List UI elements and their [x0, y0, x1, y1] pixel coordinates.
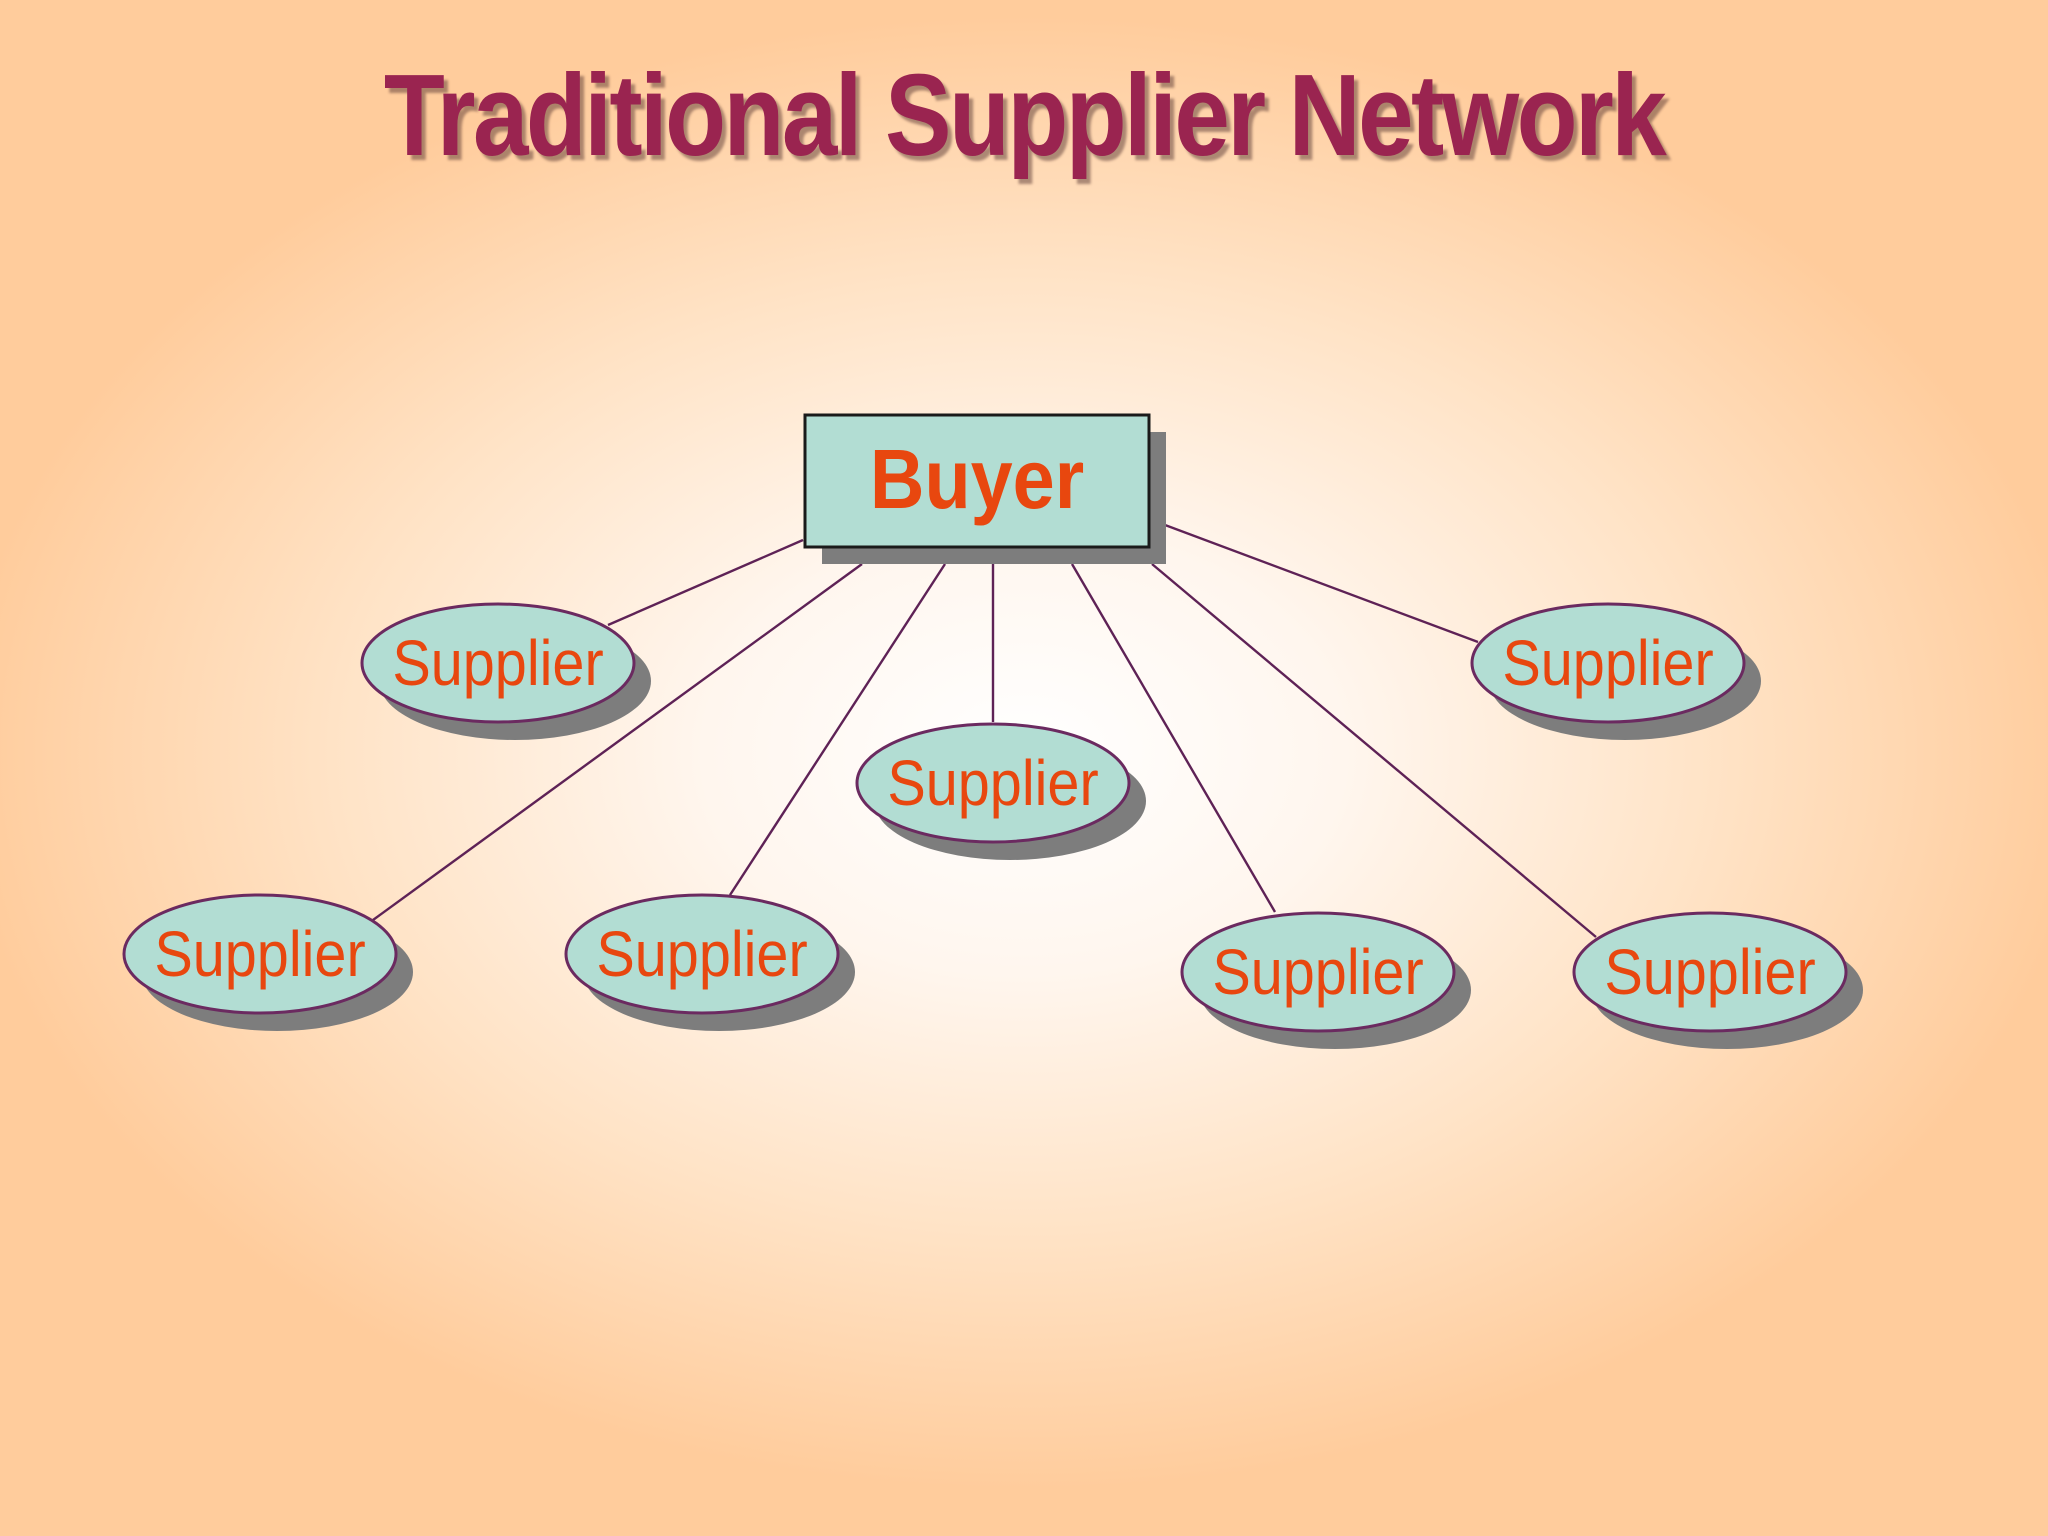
connector-line	[372, 563, 863, 921]
supplier-node: Supplier	[360, 602, 651, 740]
supplier-ellipse	[122, 893, 398, 1015]
supplier-node: Supplier	[122, 893, 413, 1031]
supplier-node: Supplier	[564, 893, 855, 1031]
supplier-label: Supplier	[392, 627, 603, 698]
connector-line	[1070, 563, 1277, 913]
supplier-label: Supplier	[1604, 936, 1815, 1007]
supplier-label: Supplier	[1212, 936, 1423, 1007]
supplier-label: Supplier	[596, 918, 807, 989]
supplier-node: Supplier	[855, 722, 1146, 860]
supplier-ellipse	[564, 893, 840, 1015]
supplier-ellipse	[855, 722, 1131, 844]
connector-line	[1164, 523, 1479, 644]
supplier-ellipse	[1470, 602, 1746, 724]
supplier-ellipse	[1572, 911, 1848, 1033]
connector-line	[728, 563, 947, 896]
buyer-label: Buyer	[870, 432, 1084, 526]
supplier-label: Supplier	[1502, 627, 1713, 698]
connector-line	[607, 538, 804, 627]
buyer-node: Buyer	[803, 413, 1166, 564]
buyer-box	[803, 413, 1151, 549]
supplier-node: Supplier	[1470, 602, 1761, 740]
connector-line	[1151, 563, 1597, 938]
supplier-node: Supplier	[1180, 911, 1471, 1049]
supplier-ellipse	[1180, 911, 1456, 1033]
supplier-label: Supplier	[154, 918, 365, 989]
supplier-label: Supplier	[887, 747, 1098, 818]
supplier-ellipse	[360, 602, 636, 724]
supplier-node: Supplier	[1572, 911, 1863, 1049]
page-title: Traditional Supplier Network	[383, 50, 1667, 180]
connectors	[372, 523, 1597, 938]
